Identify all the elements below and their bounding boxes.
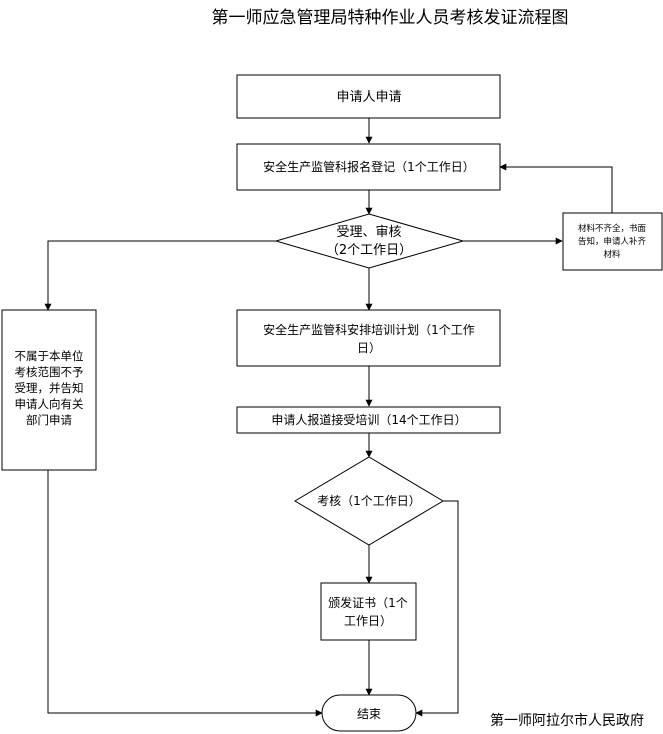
node-certificate: 颁发证书（1个 工作日） (320, 582, 417, 641)
arrow-review-to-reject (44, 240, 276, 311)
connectors (44, 118, 613, 717)
arrow-reject-to-end (47, 470, 323, 717)
node-end: 结束 (321, 694, 417, 732)
node-incomplete-line1: 材料不齐全，书面 (578, 223, 647, 234)
decision-exam: 考核（1个工作日） (294, 456, 444, 546)
node-reject-line2: 考核范围不予 (15, 365, 84, 379)
arrow-exam-fail-to-end (415, 500, 459, 717)
node-apply-label: 申请人申请 (336, 90, 401, 105)
node-report-training: 申请人报道接受培训（14个工作日） (236, 406, 501, 434)
node-reject-line4: 申请人向有关 (15, 397, 84, 411)
node-incomplete-line2: 告知，申请人补齐 (578, 236, 647, 247)
node-reject-line5: 部门申请 (26, 413, 72, 427)
node-register: 安全生产监管科报名登记（1个工作日） (236, 143, 501, 191)
node-incomplete-materials: 材料不齐全，书面 告知，申请人补齐 材料 (562, 212, 663, 271)
node-training-plan: 安全生产监管科安排培训计划（1个工作 日） (236, 309, 501, 367)
node-training-plan-line1: 安全生产监管科安排培训计划（1个工作 (263, 322, 475, 337)
decision-review-line1: 受理、审核 (336, 225, 401, 240)
footer-organization: 第一师阿拉尔市人民政府 (490, 712, 644, 729)
node-reject-line1: 不属于本单位 (15, 349, 84, 363)
node-certificate-line2: 工作日） (344, 614, 392, 628)
node-apply: 申请人申请 (236, 74, 501, 119)
node-end-label: 结束 (357, 707, 381, 721)
arrow-incomplete-back-to-register (499, 163, 613, 213)
node-training-plan-line2: 日） (357, 341, 381, 355)
decision-exam-label: 考核（1个工作日） (317, 494, 421, 508)
decision-review-line2: （2个工作日） (326, 243, 412, 258)
diagram-title: 第一师应急管理局特种作业人员考核发证流程图 (212, 8, 569, 28)
node-reject: 不属于本单位 考核范围不予 受理，并告知 申请人向有关 部门申请 (1, 309, 97, 471)
node-reject-line3: 受理，并告知 (15, 381, 84, 395)
node-incomplete-line3: 材料 (603, 249, 621, 260)
decision-review: 受理、审核 （2个工作日） (274, 213, 465, 269)
node-report-training-label: 申请人报道接受培训（14个工作日） (271, 412, 466, 427)
node-register-label: 安全生产监管科报名登记（1个工作日） (263, 159, 475, 174)
node-certificate-line1: 颁发证书（1个 (328, 595, 408, 610)
